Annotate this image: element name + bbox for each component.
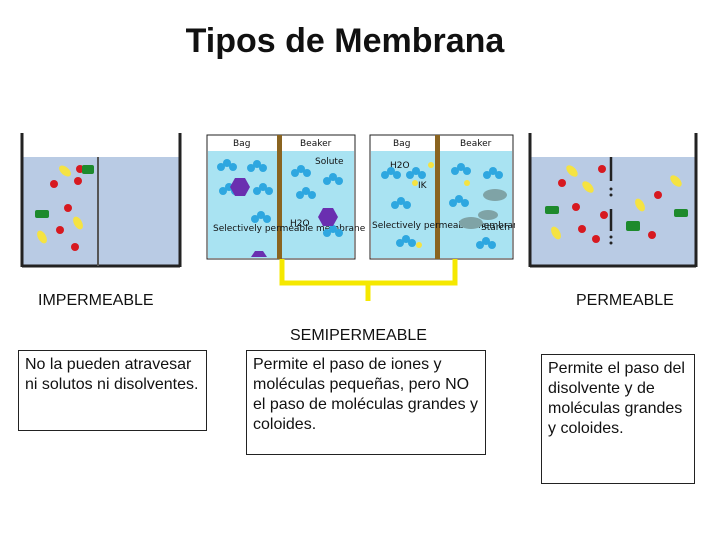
permeable-label: PERMEABLE <box>576 292 674 309</box>
page-title: Tipos de Membrana <box>185 22 505 60</box>
solute-label: Solute <box>315 157 344 167</box>
impermeable-label: IMPERMEABLE <box>38 292 154 309</box>
water-label-2: H2O <box>390 161 410 171</box>
water-label: H2O <box>290 219 310 229</box>
membrane-label-2: Selectively permeable membrane <box>372 221 515 231</box>
permeable-beaker-illustration <box>528 133 698 268</box>
bag-label: Bag <box>233 139 250 149</box>
ik-label: IK <box>418 181 428 191</box>
bag-label-2: Bag <box>393 139 410 149</box>
starch-label: Starch <box>481 223 510 233</box>
permeable-description: Permite el paso del disolvente y de molé… <box>541 354 695 484</box>
semipermeable-label: SEMIPERMEABLE <box>290 327 427 344</box>
beaker-label: Beaker <box>300 139 332 149</box>
semipermeable-description: Permite el paso de iones y moléculas peq… <box>246 350 486 455</box>
impermeable-description: No la pueden atravesar ni solutos ni dis… <box>18 350 207 431</box>
membrane-label: Selectively permeable membrane <box>213 224 366 234</box>
semipermeable-diagram: Bag Beaker Solute H2O Selectively permea… <box>206 134 515 301</box>
beaker-label-2: Beaker <box>460 139 492 149</box>
impermeable-beaker-illustration <box>20 133 182 268</box>
